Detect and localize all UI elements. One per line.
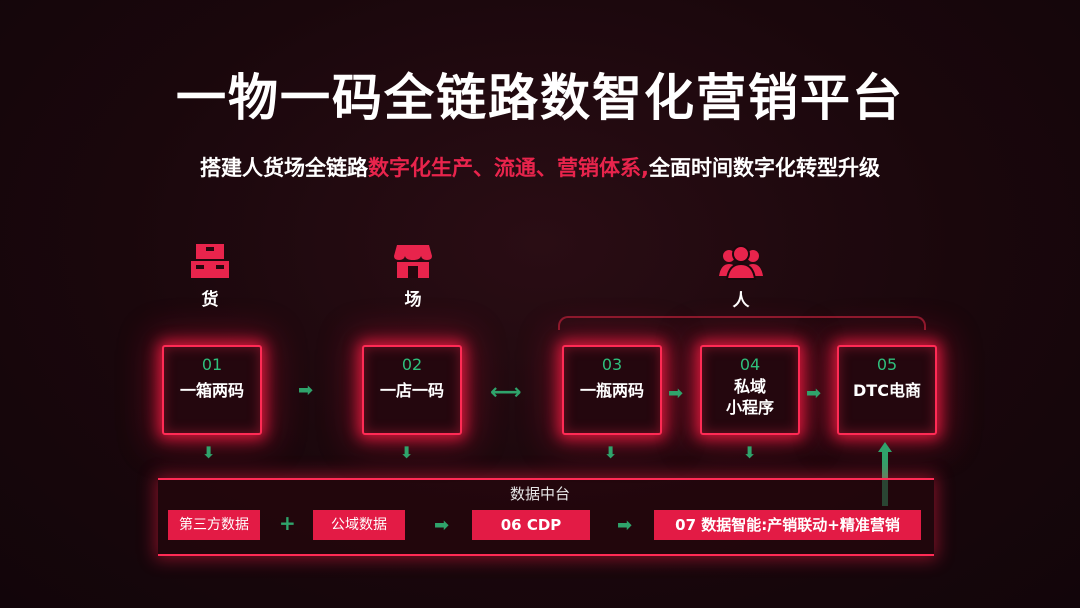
third-party-data-box: 第三方数据: [168, 510, 260, 540]
arrow-up-icon: [878, 442, 892, 506]
node-text: 私域小程序: [702, 376, 798, 418]
node-number: 02: [401, 355, 423, 374]
arrow-down-icon: ⬇: [202, 443, 216, 462]
box-icon: [191, 244, 229, 278]
node-03: 03 一瓶两码: [562, 345, 662, 435]
node-05: 05 DTC电商: [837, 345, 937, 435]
page-subtitle: 搭建人货场全链路数字化生产、流通、营销体系,全面时间数字化转型升级: [0, 152, 1080, 182]
data-intelligence-box: 07 数据智能:产销联动+精准营销: [654, 510, 921, 540]
public-domain-data-box: 公域数据: [313, 510, 405, 540]
node-text: 一箱两码: [179, 381, 244, 400]
cdp-box: 06 CDP: [472, 510, 590, 540]
arrow-down-icon: ⬇: [743, 443, 757, 462]
node-01: 01 一箱两码: [162, 345, 262, 435]
arrow-right-icon: ➡: [617, 515, 633, 536]
node-02: 02 一店一码: [362, 345, 462, 435]
arrow-down-icon: ⬇: [400, 443, 414, 462]
plus-icon: +: [279, 511, 296, 535]
arrow-right-icon: ➡: [434, 515, 450, 536]
node-text-line2: 小程序: [725, 398, 774, 417]
category-venue: 场: [383, 243, 443, 310]
node-number: 03: [601, 355, 623, 374]
category-label: 货: [201, 290, 219, 310]
node-number: 05: [876, 355, 898, 374]
data-platform-label: 数据中台: [509, 485, 570, 503]
node-04: 04 私域小程序: [700, 345, 800, 435]
node-number: 01: [201, 355, 223, 374]
node-text: 一瓶两码: [579, 381, 644, 400]
arrow-both-icon: ⟷: [490, 380, 522, 405]
page-title: 一物一码全链路数智化营销平台: [176, 69, 904, 127]
node-text-line1: 私域: [733, 377, 766, 396]
arrow-right-icon: ➡: [668, 383, 684, 404]
subtitle-highlight: 数字化生产、流通、营销体系,: [368, 156, 649, 180]
people-icon: [719, 245, 763, 280]
node-text: DTC电商: [853, 381, 921, 400]
node-number: 04: [739, 355, 761, 374]
subtitle-part1: 搭建人货场全链路: [200, 156, 368, 180]
people-bracket: [558, 316, 926, 330]
node-text: 一店一码: [379, 381, 444, 400]
store-icon: [394, 245, 432, 278]
arrow-right-icon: ➡: [806, 383, 822, 404]
category-people: 人: [711, 244, 771, 311]
arrow-down-icon: ⬇: [604, 443, 618, 462]
category-label: 人: [732, 291, 750, 311]
category-goods: 货: [180, 243, 240, 310]
subtitle-part2: 全面时间数字化转型升级: [648, 156, 880, 180]
arrow-right-icon: ➡: [298, 380, 314, 401]
category-label: 场: [404, 290, 422, 310]
